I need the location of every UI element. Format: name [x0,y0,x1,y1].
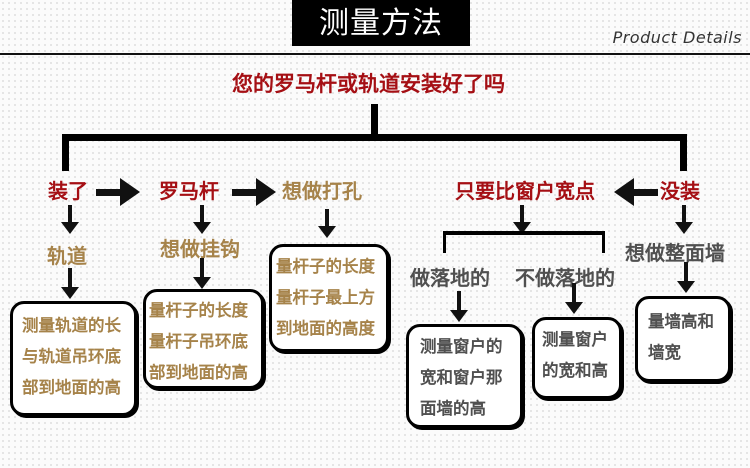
box-line: 量杆子最上方 [276,288,375,307]
box-wall-measure: 量墙高和 墙宽 [635,296,731,382]
root-question: 您的罗马杆或轨道安装好了吗 [232,72,505,96]
arrow-down-icon [193,258,211,289]
box-line: 测量窗户 [542,330,608,349]
arrow-down-icon [513,205,531,234]
arrow-down-icon [318,209,336,238]
connector-bar [62,134,687,141]
arrow-right-icon [232,178,276,206]
label-non-floor-length: 不做落地的 [515,266,615,290]
box-track-measure: 测量轨道的长 与轨道吊环底 部到地面的高 [10,301,137,416]
label-full-wall: 想做整面墙 [625,241,725,265]
page-subtitle: Product Details [612,28,742,47]
box-line: 量杆子的长度 [276,257,375,276]
arrow-down-icon [565,283,583,314]
page-title: 测量方法 [292,0,470,46]
box-non-floor-measure: 测量窗户 的宽和高 [532,317,622,399]
connector-sub-bar [443,231,605,235]
box-line: 宽和窗户那 [420,368,503,387]
header-divider [0,53,750,55]
box-line: 测量轨道的长 [22,316,121,335]
connector-left-drop [62,134,69,171]
box-line: 部到地面的高 [149,363,248,382]
label-track: 轨道 [47,244,87,268]
label-floor-length: 做落地的 [410,266,490,290]
box-hook-measure: 量杆子的长度 量杆子吊环底 部到地面的高 [143,289,264,389]
arrow-left-icon [614,178,658,206]
label-roman-rod: 罗马杆 [159,179,219,203]
box-line: 到地面的高度 [276,319,375,338]
connector-sub-left [443,231,446,253]
box-line: 量杆子的长度 [149,301,248,320]
box-line: 与轨道吊环底 [22,347,121,366]
connector-sub-right [602,231,605,253]
arrow-right-icon [96,178,140,206]
arrow-down-icon [193,205,211,234]
arrow-down-icon [450,291,468,322]
arrow-down-icon [61,268,79,299]
box-line: 部到地面的高 [22,378,121,397]
connector-stem [371,104,378,140]
box-drill-measure: 量杆子的长度 量杆子最上方 到地面的高度 [269,244,389,352]
connector-right-drop [680,134,687,171]
box-line: 量墙高和 [648,312,714,331]
box-line: 面墙的高 [420,399,486,418]
box-line: 测量窗户的 [420,337,503,356]
box-line: 量杆子吊环底 [149,332,248,351]
label-not-installed: 没装 [660,179,700,203]
label-want-hook: 想做挂钩 [160,237,240,261]
label-want-drill: 想做打孔 [282,179,362,203]
box-floor-measure: 测量窗户的 宽和窗户那 面墙的高 [406,324,523,428]
arrow-down-icon [675,205,693,234]
box-line: 的宽和高 [542,361,608,380]
label-installed: 装了 [48,179,88,203]
label-wider-than-window: 只要比窗户宽点 [455,179,595,203]
arrow-down-icon [61,205,79,234]
box-line: 墙宽 [648,343,681,362]
arrow-down-icon [677,262,695,293]
